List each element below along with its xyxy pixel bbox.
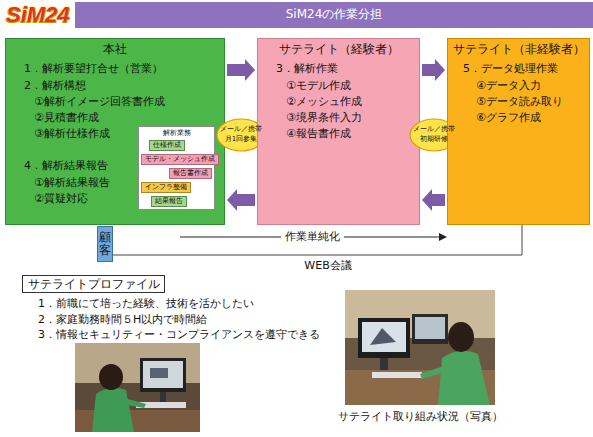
flow-arrowhead	[439, 233, 447, 241]
node-text: サテライトプロファイル	[28, 277, 160, 291]
chart-bar: インフラ整備	[141, 182, 191, 193]
photo-ground	[345, 290, 495, 405]
block-arrow	[227, 189, 255, 211]
node-text: インフラ整備	[145, 183, 187, 192]
node-text: 2．解析構想	[24, 79, 86, 92]
title-band: SiM24の作業分担	[75, 2, 593, 28]
office-box: 本社 1．解析要望打合せ（営業） 2．解析構想 ①解析イメージ回答書作成 ②見積書作成 ③…	[5, 38, 225, 225]
photo-keyboard	[372, 372, 422, 378]
node-text: SiM24の作業分担	[286, 7, 383, 21]
photo-screen-image	[370, 328, 396, 345]
node-text: メール／携帯	[413, 125, 455, 133]
photo-arm	[420, 366, 446, 379]
node-text: ②見積書作成	[34, 111, 99, 124]
meeting-label: WEB会議	[304, 259, 351, 272]
node-text: メール／携帯	[220, 125, 262, 133]
node-text: 本社	[103, 42, 127, 56]
node-text: モデル・メッシュ作成	[145, 155, 215, 164]
node-text: ①解析結果報告	[34, 176, 110, 189]
node-text: 顧客	[99, 231, 111, 257]
profile-box: サテライトプロファイル	[22, 275, 165, 293]
photo-hair	[448, 322, 474, 352]
photo-stand	[160, 392, 166, 402]
photo-arm	[122, 398, 146, 408]
node-text: ③解析仕様作成	[34, 127, 110, 140]
node-text: ①モデル作成	[286, 79, 351, 92]
photo-person	[438, 351, 490, 405]
photo-stand	[380, 358, 388, 370]
meeting-bracket	[522, 225, 523, 255]
node-text: 1．解析要望打合せ（営業）	[24, 62, 163, 75]
profile-item: 1．前職にて培った経験、技術を活かしたい	[38, 297, 254, 310]
photo-left	[75, 343, 200, 432]
photo-monitor	[358, 318, 410, 358]
chart-bar: 結果報告	[151, 196, 187, 207]
node-text: 3．解析作業	[276, 62, 338, 75]
node-text: ②質疑対応	[34, 192, 88, 205]
logo-text: SiM24	[6, 2, 70, 28]
node-text: ①解析イメージ回答書作成	[34, 95, 165, 108]
chart-bar: モデル・メッシュ作成	[141, 154, 219, 165]
flow-label: 作業単純化	[281, 230, 344, 243]
node-text: ⑥グラフ作成	[476, 111, 541, 124]
node-text: サテライト（非経験者）	[453, 42, 585, 56]
photo-monitor	[140, 358, 186, 392]
block-arrow	[422, 189, 445, 211]
photo-ground	[75, 343, 200, 432]
block-arrow	[227, 59, 255, 81]
node-text: 4．解析結果報告	[24, 159, 108, 172]
node-text: 5．データ処理作業	[463, 62, 558, 75]
profile-item: 3．情報セキュリティー・コンプライアンスを遵守できる	[38, 328, 320, 341]
profile-item: 2．家庭勤務時間５H以内で時間給	[38, 313, 207, 326]
node-text: ④報告書作成	[286, 127, 351, 140]
photo-right	[345, 290, 495, 405]
photo-person	[92, 388, 134, 432]
node-text: 報告書作成	[173, 169, 208, 178]
block-arrow	[422, 59, 445, 81]
customer-box: 顧客	[97, 226, 113, 262]
node-text: ⑤データ読み取り	[476, 95, 563, 108]
photo-monitor	[412, 314, 448, 344]
node-text: 月1回参集	[225, 135, 257, 143]
chart-panel: 解析業務仕様作成モデル・メッシュ作成報告書作成インフラ整備結果報告	[138, 126, 215, 210]
node-text: 結果報告	[155, 197, 183, 206]
photo-screen	[415, 317, 445, 339]
node-text: 解析業務	[163, 129, 191, 137]
node-text: ③境界条件入力	[286, 111, 362, 124]
photo-screen	[362, 322, 406, 352]
node-text: ④データ入力	[476, 79, 541, 92]
photo-screen-image	[150, 368, 168, 378]
chart-bar: 報告書作成	[169, 168, 212, 179]
novice-box: サテライト（非経験者） 5．データ処理作業 ④データ入力 ⑤データ読み取り ⑥グラフ作成	[447, 38, 590, 225]
node-text: 仕様作成	[153, 141, 181, 150]
node-text: ②メッシュ作成	[286, 95, 362, 108]
experienced-box: サテライト（経験者） 3．解析作業 ①モデル作成 ②メッシュ作成 ③境界条件入力 ④報告書…	[257, 38, 420, 225]
chart-bar: 仕様作成	[149, 140, 185, 151]
node-text: サテライト（経験者）	[279, 42, 399, 56]
meeting-bracket	[113, 255, 522, 256]
node-text: 初期研修	[420, 135, 448, 143]
caption-text: サテライト取り組み状況（写真）	[338, 410, 503, 423]
photo-hair	[99, 364, 123, 390]
photo-screen	[143, 361, 183, 388]
